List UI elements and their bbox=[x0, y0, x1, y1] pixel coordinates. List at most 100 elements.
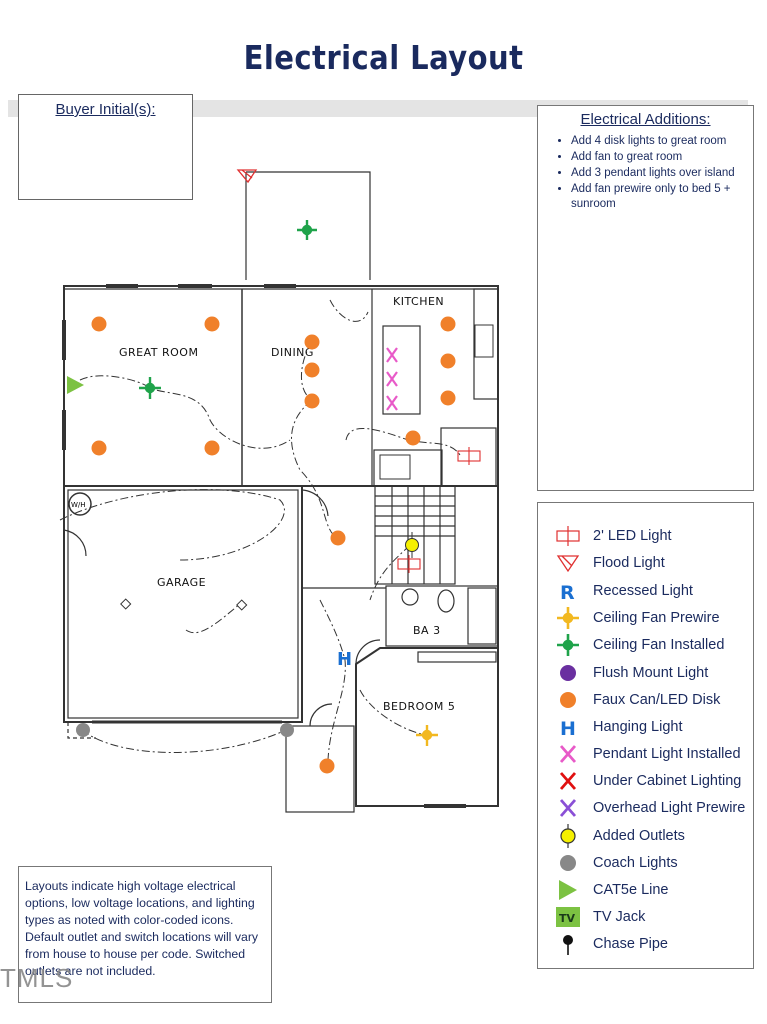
legend-item: Chase Pipe bbox=[538, 932, 753, 956]
svg-text:TV: TV bbox=[559, 912, 576, 925]
additions-item: Add fan to great room bbox=[571, 150, 745, 165]
led-light-icon bbox=[457, 447, 481, 465]
legend-label: 2' LED Light bbox=[593, 528, 672, 544]
recessed-light-icon: R bbox=[560, 582, 575, 603]
page-title: Electrical Layout bbox=[243, 38, 524, 77]
legend-item: Faux Can/LED Disk bbox=[538, 688, 753, 712]
hanging-light-icon: H bbox=[560, 718, 576, 739]
flood-light-icon bbox=[236, 169, 258, 184]
buyer-initials-label: Buyer Initial(s): bbox=[55, 101, 156, 118]
faux-can-led-disk-icon bbox=[204, 316, 220, 332]
coach-light-icon bbox=[76, 723, 90, 737]
legend-item: Overhead Light Prewire bbox=[538, 796, 753, 820]
legend-label: Ceiling Fan Prewire bbox=[593, 610, 720, 626]
flood-light-icon bbox=[556, 555, 580, 573]
legend-item: Flood Light bbox=[538, 551, 753, 575]
additions-item: Add fan prewire only to bed 5 + sunroom bbox=[571, 182, 745, 212]
coach-light-icon bbox=[280, 723, 294, 737]
legend-item: Pendant Light Installed bbox=[538, 742, 753, 766]
added-outlet-icon bbox=[405, 532, 419, 558]
hanging-light-icon: H bbox=[337, 649, 352, 670]
legend-item: TV TV Jack bbox=[538, 905, 753, 929]
legend-item: 2' LED Light bbox=[538, 524, 753, 548]
legend-label: Overhead Light Prewire bbox=[593, 800, 746, 816]
under-cabinet-light-icon bbox=[559, 772, 577, 790]
flush-mount-light-icon bbox=[560, 665, 576, 681]
additions-list: Add 4 disk lights to great room Add fan … bbox=[538, 134, 753, 212]
legend-label: Chase Pipe bbox=[593, 936, 668, 952]
buyer-initials-box: Buyer Initial(s): bbox=[18, 94, 193, 200]
pendant-light-icon bbox=[559, 745, 577, 763]
legend-box: 2' LED Light Flood Light R Recessed Ligh… bbox=[537, 502, 754, 969]
ceiling-fan-installed-icon bbox=[297, 220, 317, 240]
faux-can-led-disk-icon bbox=[560, 692, 576, 708]
legend-label: Pendant Light Installed bbox=[593, 746, 741, 762]
legend-item: Ceiling Fan Installed bbox=[538, 633, 753, 657]
svg-text:R: R bbox=[560, 582, 575, 603]
faux-can-led-disk-icon bbox=[91, 440, 107, 456]
legend-label: Flood Light bbox=[593, 555, 665, 571]
legend-label: Ceiling Fan Installed bbox=[593, 637, 725, 653]
room-label-bedroom: BEDROOM 5 bbox=[383, 700, 455, 713]
tv-jack-icon: TV bbox=[556, 907, 580, 927]
room-label-dining: DINING bbox=[271, 346, 314, 359]
water-heater-label: W/H bbox=[71, 501, 86, 509]
legend-item: Under Cabinet Lighting bbox=[538, 769, 753, 793]
ceiling-fan-installed-icon bbox=[557, 634, 579, 656]
legend-label: Hanging Light bbox=[593, 719, 683, 735]
pendant-lights bbox=[386, 347, 398, 411]
faux-can-led-disk-icon bbox=[304, 334, 320, 350]
ceiling-fan-installed-icon bbox=[139, 377, 161, 399]
disclaimer-box: Layouts indicate high voltage electrical… bbox=[18, 866, 272, 1003]
faux-can-led-disk-icon bbox=[204, 440, 220, 456]
legend-item: Ceiling Fan Prewire bbox=[538, 606, 753, 630]
legend-label: CAT5e Line bbox=[593, 882, 669, 898]
disclaimer-text: Layouts indicate high voltage electrical… bbox=[25, 879, 259, 978]
faux-can-led-disk-icon bbox=[319, 758, 335, 774]
svg-text:H: H bbox=[560, 718, 576, 739]
faux-can-led-disk-icon bbox=[304, 393, 320, 409]
additions-item: Add 3 pendant lights over island bbox=[571, 166, 745, 181]
legend-item: R Recessed Light bbox=[538, 579, 753, 603]
additions-heading: Electrical Additions: bbox=[580, 111, 711, 128]
legend-item: Added Outlets bbox=[538, 824, 753, 848]
faux-can-led-disk-icon bbox=[405, 430, 421, 446]
legend-label: TV Jack bbox=[593, 909, 646, 925]
legend-label: Coach Lights bbox=[593, 855, 678, 871]
overhead-light-prewire-icon bbox=[559, 799, 577, 817]
room-label-bath: BA 3 bbox=[413, 624, 441, 637]
legend-label: Faux Can/LED Disk bbox=[593, 692, 721, 708]
faux-can-led-disk-icon bbox=[304, 362, 320, 378]
faux-can-led-disks bbox=[91, 316, 456, 774]
additions-item: Add 4 disk lights to great room bbox=[571, 134, 745, 149]
electrical-additions-box: Electrical Additions: Add 4 disk lights … bbox=[537, 105, 754, 491]
legend-label: Recessed Light bbox=[593, 583, 693, 599]
led-light-icon bbox=[397, 555, 421, 573]
legend-item: Coach Lights bbox=[538, 851, 753, 875]
added-outlet-icon bbox=[560, 824, 576, 848]
ceiling-fan-prewire-icon bbox=[416, 725, 438, 746]
cat5e-line-icon bbox=[559, 880, 577, 900]
faux-can-led-disk-icon bbox=[91, 316, 107, 332]
led-lights bbox=[397, 447, 481, 573]
room-label-great-room: GREAT ROOM bbox=[119, 346, 198, 359]
led-light-icon bbox=[556, 526, 580, 546]
legend-label: Added Outlets bbox=[593, 828, 685, 844]
legend-item: CAT5e Line bbox=[538, 878, 753, 902]
legend-item: Flush Mount Light bbox=[538, 661, 753, 685]
room-label-kitchen: KITCHEN bbox=[393, 295, 444, 308]
room-label-garage: GARAGE bbox=[157, 576, 206, 589]
watermark: TMLS bbox=[0, 963, 74, 993]
faux-can-led-disk-icon bbox=[440, 353, 456, 369]
pendant-light-icon bbox=[386, 371, 398, 387]
ceiling-fan-prewire-icon bbox=[557, 607, 579, 629]
cat5e-line-icon bbox=[67, 376, 84, 394]
faux-can-led-disk-icon bbox=[440, 390, 456, 406]
pendant-light-icon bbox=[386, 347, 398, 363]
coach-light-icon bbox=[560, 855, 576, 871]
legend-item: H Hanging Light bbox=[538, 715, 753, 739]
chase-pipe-icon bbox=[563, 935, 573, 955]
faux-can-led-disk-icon bbox=[330, 530, 346, 546]
legend-label: Flush Mount Light bbox=[593, 665, 709, 681]
